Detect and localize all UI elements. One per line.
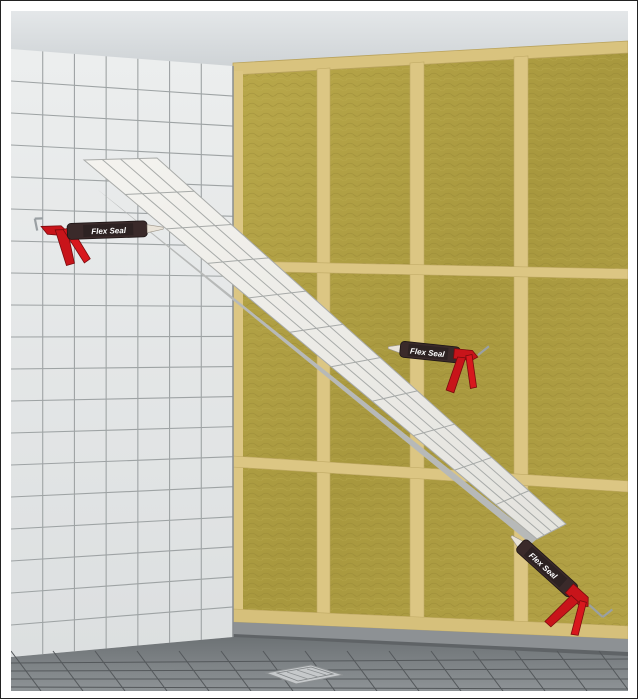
cartridge-label: Flex Seal (91, 226, 127, 236)
tiled-wall (11, 49, 233, 657)
bathroom-renovation-illustration: Flex Seal Flex Seal Flex Seal (11, 11, 628, 691)
